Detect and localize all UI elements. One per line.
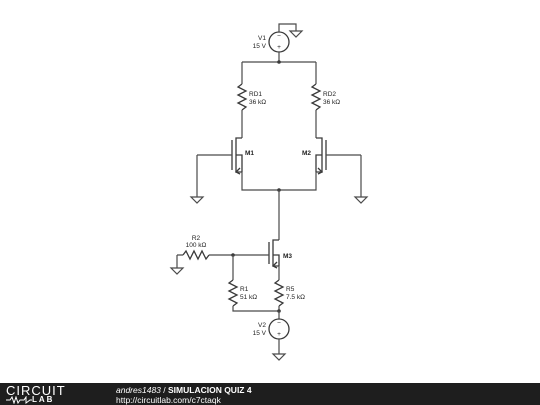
v2-source[interactable]: − + (268, 318, 290, 340)
m1-label: M1 (245, 150, 254, 157)
v2-value: 15 V (253, 330, 267, 337)
v1-value: 15 V (253, 43, 267, 50)
v2-label: V2 (258, 322, 266, 329)
wire-v1-ground (278, 23, 297, 32)
wire-r2-ground (176, 254, 183, 268)
circuitlab-logo[interactable]: CIRCUIT LAB (6, 384, 96, 404)
m2-transistor[interactable] (315, 137, 327, 175)
circuit-url[interactable]: http://circuitlab.com/c7ctaqk (116, 395, 221, 405)
v2-minus-sign: − (277, 320, 281, 327)
v2-plus-sign: + (277, 331, 281, 338)
ground-icon-m2 (353, 196, 369, 204)
ground-icon-v1 (288, 30, 304, 38)
r1-value: 51 kΩ (240, 294, 257, 301)
r5-resistor[interactable] (273, 279, 285, 307)
junction-top (277, 60, 281, 64)
rd1-label: RD1 (249, 91, 262, 98)
v1-label: V1 (258, 35, 266, 42)
ground-icon-m1 (189, 196, 205, 204)
author-name[interactable]: andres1483 (116, 385, 161, 395)
r1-label: R1 (240, 286, 249, 293)
r2-label: R2 (192, 235, 201, 242)
footer-bar: CIRCUIT LAB andres1483 / SIMULACION QUIZ… (0, 383, 540, 405)
r2-value: 100 kΩ (186, 242, 207, 249)
byline: andres1483 / SIMULACION QUIZ 4 (116, 385, 252, 395)
wire-bottom-rail (232, 306, 280, 312)
v1-plus-sign: + (277, 44, 281, 51)
wire-source-node (241, 172, 317, 191)
byline-separator: / (160, 385, 168, 395)
rd2-value: 36 kΩ (323, 99, 340, 106)
rd2-resistor[interactable] (310, 83, 322, 111)
r5-value: 7.5 kΩ (286, 294, 305, 301)
v1-minus-sign: − (277, 33, 281, 40)
m3-label: M3 (283, 253, 292, 260)
ground-icon-v2 (271, 353, 287, 361)
circuit-title: SIMULACION QUIZ 4 (168, 385, 252, 395)
rd2-label: RD2 (323, 91, 336, 98)
rd1-value: 36 kΩ (249, 99, 266, 106)
logo-waveform-icon (6, 396, 32, 404)
ground-icon-r2 (169, 267, 185, 275)
rd1-resistor[interactable] (236, 83, 248, 111)
logo-text-lab: LAB (32, 395, 55, 404)
m2-label: M2 (302, 150, 311, 157)
v1-source[interactable]: − + (268, 31, 290, 53)
m3-transistor[interactable] (268, 239, 280, 269)
r5-label: R5 (286, 286, 295, 293)
r1-resistor[interactable] (227, 279, 239, 307)
logo-text-circuit: CIRCUIT (6, 383, 66, 398)
m1-transistor[interactable] (231, 137, 243, 175)
r2-resistor[interactable] (182, 249, 210, 261)
schematic-diagram: − + V1 15 V RD1 36 kΩ RD2 36 kΩ M1 M2 (169, 23, 369, 361)
